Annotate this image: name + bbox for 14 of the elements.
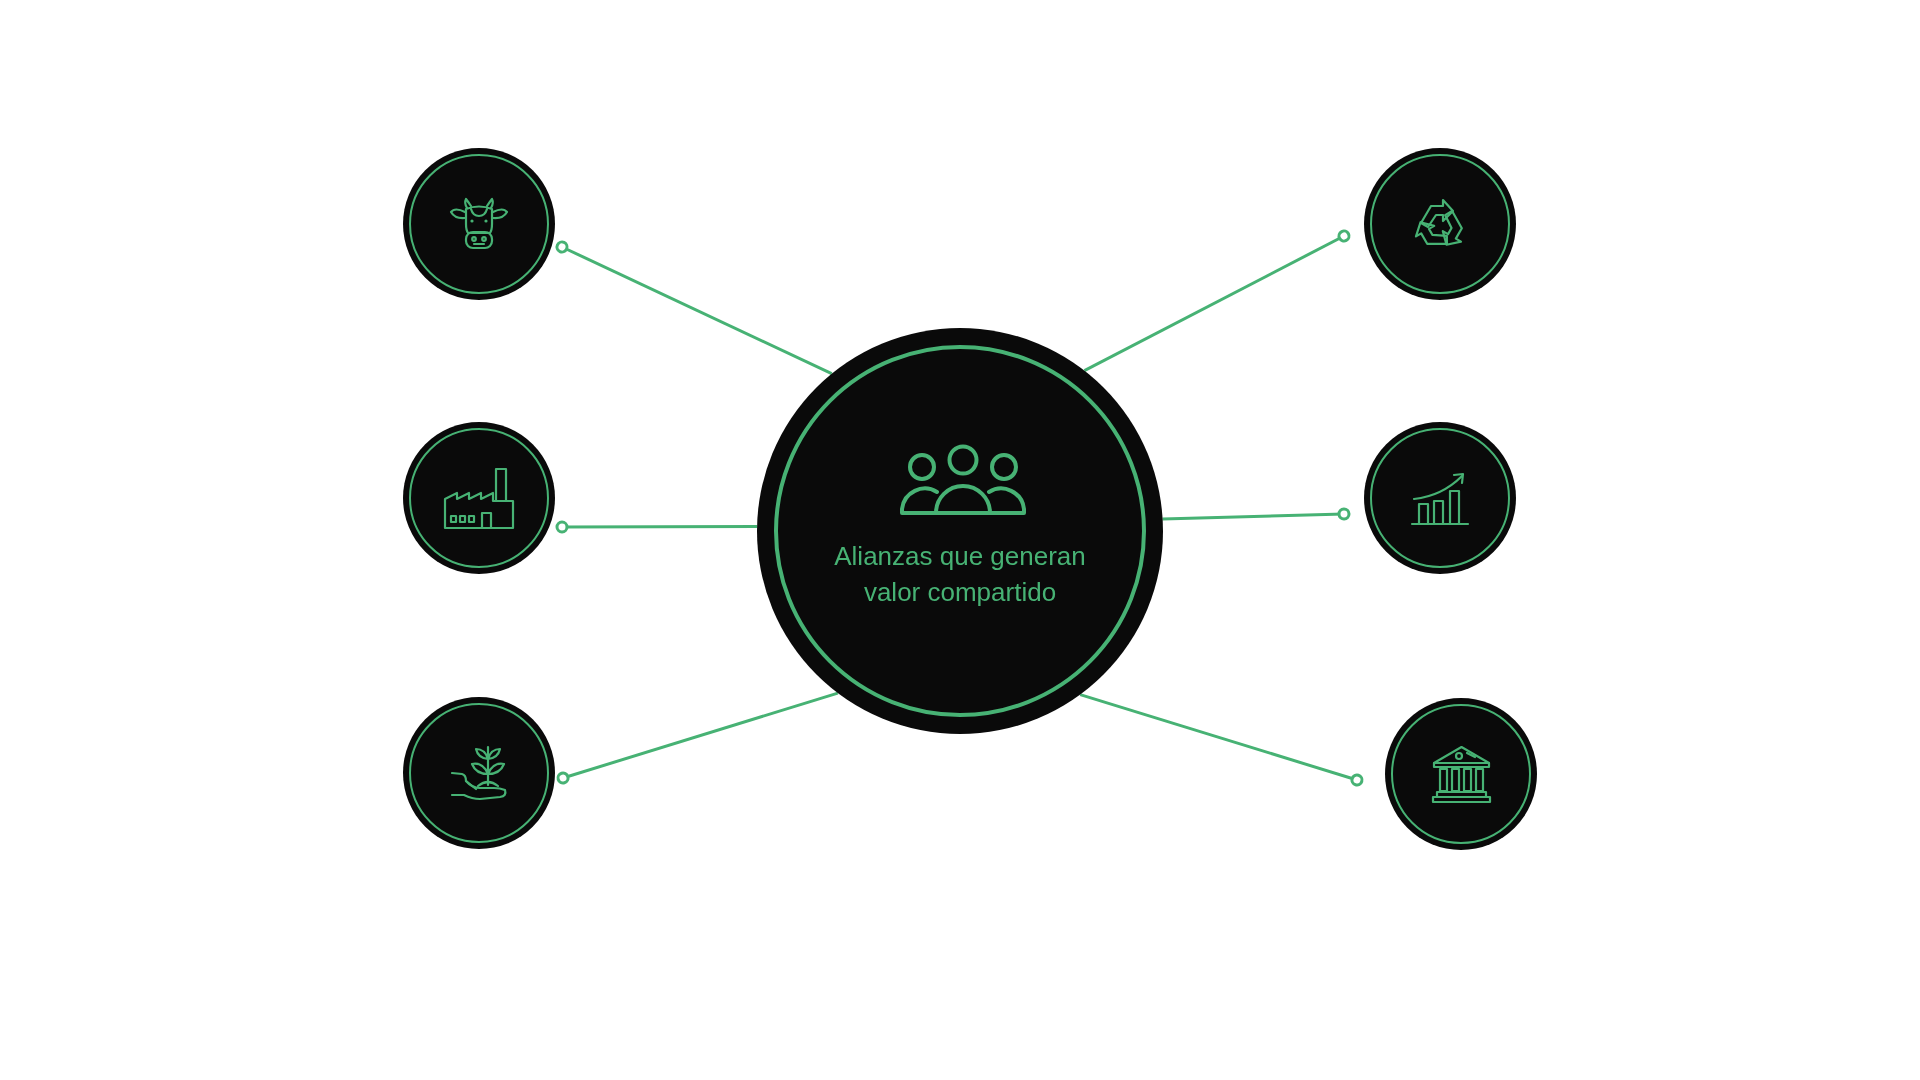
hub-circle	[757, 328, 1163, 734]
category-circle	[403, 697, 555, 849]
category-circle	[1364, 422, 1516, 574]
node-label: Alianzas que generan valor compartido	[833, 540, 1087, 609]
connector-line	[555, 520, 758, 534]
category-circle	[403, 422, 555, 574]
category-circle	[1364, 148, 1516, 300]
category-circle	[403, 148, 555, 300]
connector-line	[1079, 693, 1364, 787]
connector-line	[1162, 507, 1351, 521]
category-circle	[1385, 698, 1537, 850]
connector-line	[1083, 229, 1351, 372]
connector-line	[555, 240, 833, 376]
connector-line	[556, 691, 839, 785]
